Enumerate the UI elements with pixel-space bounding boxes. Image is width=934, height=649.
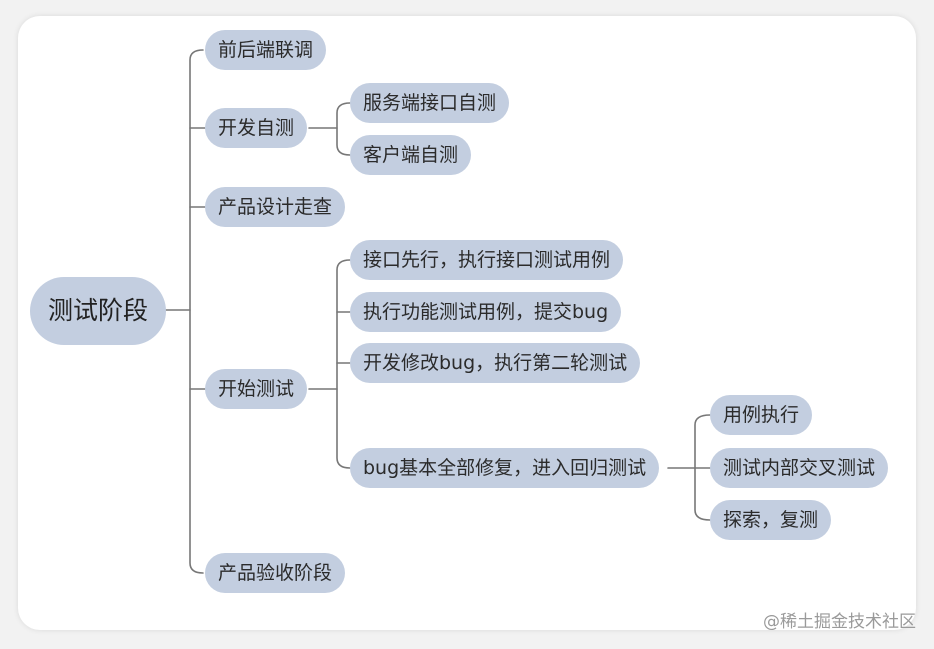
grandchild-node-cross-test[interactable]: 测试内部交叉测试 <box>710 448 889 488</box>
child-node-client-test[interactable]: 客户端自测 <box>350 135 472 175</box>
connector-dev-trunk <box>336 102 351 156</box>
branch-node-dev-self-test[interactable]: 开发自测 <box>205 108 308 148</box>
branch-node-start-testing[interactable]: 开始测试 <box>205 369 308 409</box>
root-node[interactable]: 测试阶段 <box>30 277 167 345</box>
connector-trunk <box>189 49 204 574</box>
child-node-bug-fix-round2[interactable]: 开发修改bug，执行第二轮测试 <box>350 343 641 383</box>
connector-test-trunk <box>336 259 351 469</box>
child-node-regression-test[interactable]: bug基本全部修复，进入回归测试 <box>350 448 660 488</box>
grandchild-node-case-execution[interactable]: 用例执行 <box>710 395 813 435</box>
child-node-api-first[interactable]: 接口先行，执行接口测试用例 <box>350 240 624 280</box>
branch-node-product-acceptance[interactable]: 产品验收阶段 <box>205 553 346 593</box>
child-node-functional-test[interactable]: 执行功能测试用例，提交bug <box>350 292 622 332</box>
child-node-server-api-test[interactable]: 服务端接口自测 <box>350 83 510 123</box>
branch-node-frontend-backend[interactable]: 前后端联调 <box>205 30 327 70</box>
branch-node-design-review[interactable]: 产品设计走查 <box>205 187 346 227</box>
grandchild-node-explore-retest[interactable]: 探索，复测 <box>710 500 832 540</box>
watermark-text: @稀土掘金技术社区 <box>763 612 916 632</box>
